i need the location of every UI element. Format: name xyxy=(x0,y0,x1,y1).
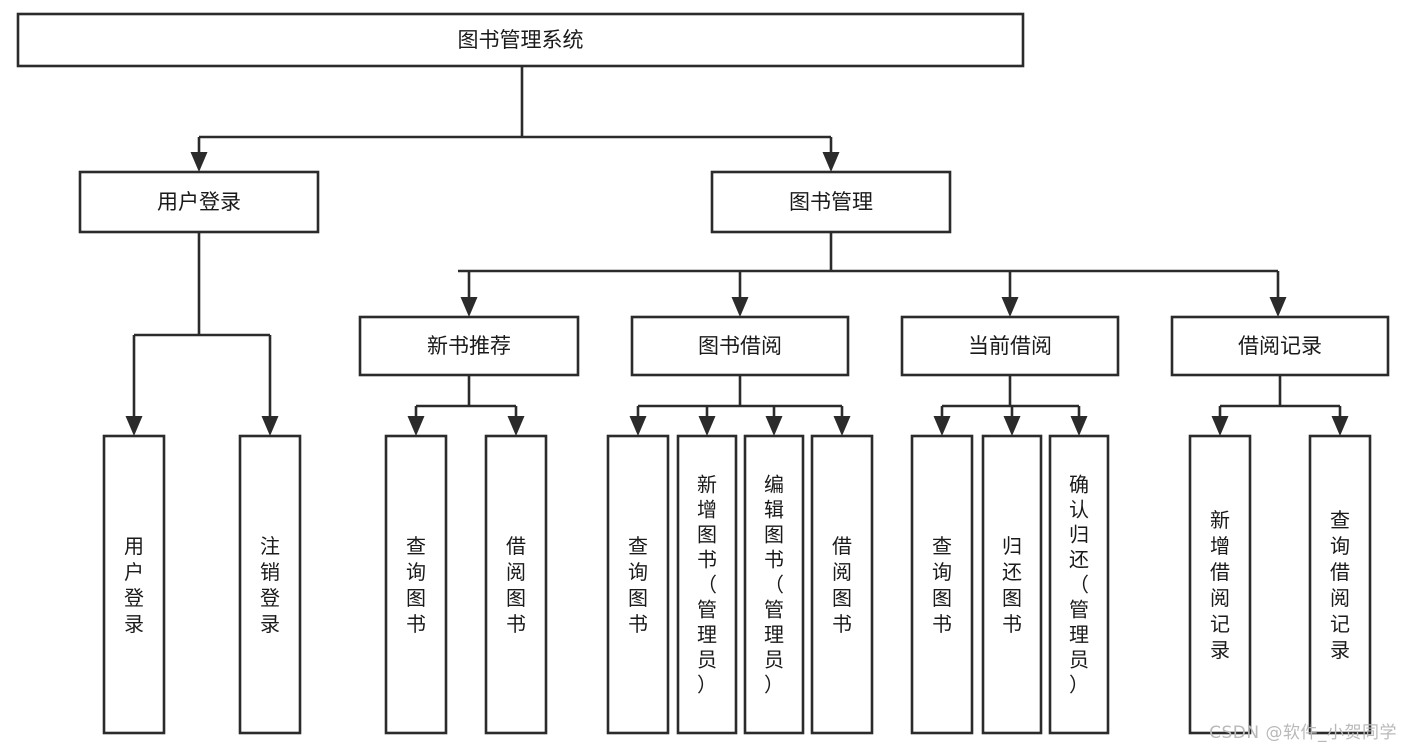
node-leaf-add-record[interactable]: 新增借阅记录 xyxy=(1188,434,1252,735)
node-leaf-confirm-return[interactable]: 确认归还（管理员） xyxy=(1048,434,1110,735)
node-label-leaf-add-record: 新增借阅记录 xyxy=(1210,508,1230,662)
node-book-borrow[interactable]: 图书借阅 xyxy=(630,315,850,377)
book-manage-branch-2-head xyxy=(1001,297,1019,317)
node-label-leaf-return-book: 归还图书 xyxy=(1002,534,1022,636)
book-manage-branch-1-head xyxy=(731,297,749,317)
node-leaf-query-book-1[interactable]: 查询图书 xyxy=(384,434,448,735)
node-box-new-book-recommend[interactable] xyxy=(358,315,580,377)
current-borrow-leaf-2-head xyxy=(1070,416,1088,436)
node-label-current-borrow: 当前借阅 xyxy=(968,334,1052,358)
node-label-leaf-query-book-1: 查询图书 xyxy=(406,534,426,636)
borrow-record-leaf-0-head xyxy=(1211,416,1229,436)
book-borrow-leaf-1-head xyxy=(698,416,716,436)
node-label-borrow-record: 借阅记录 xyxy=(1238,334,1322,358)
node-new-book-recommend[interactable]: 新书推荐 xyxy=(358,315,580,377)
node-box-leaf-add-record[interactable] xyxy=(1188,434,1252,735)
node-leaf-user-login[interactable]: 用户登录 xyxy=(102,434,166,735)
current-borrow-leaf-0-head xyxy=(933,416,951,436)
node-label-new-book-recommend: 新书推荐 xyxy=(427,334,511,358)
node-book-manage[interactable]: 图书管理 xyxy=(710,170,952,234)
node-label-leaf-logout: 注销登录 xyxy=(260,534,280,636)
node-box-book-manage[interactable] xyxy=(710,170,952,234)
node-box-leaf-borrow-book-1[interactable] xyxy=(484,434,548,735)
book-borrow-leaf-0-head xyxy=(629,416,647,436)
node-box-leaf-user-login[interactable] xyxy=(102,434,166,735)
node-user-login[interactable]: 用户登录 xyxy=(78,170,320,234)
node-label-root: 图书管理系统 xyxy=(458,28,584,52)
node-label-leaf-borrow-book-2: 借阅图书 xyxy=(832,534,852,636)
node-label-leaf-user-login: 用户登录 xyxy=(124,534,144,636)
node-box-root[interactable] xyxy=(16,12,1025,68)
new-book-recommend-leaf-1-head xyxy=(507,416,525,436)
node-box-user-login[interactable] xyxy=(78,170,320,234)
book-manage-branch-0-head xyxy=(460,297,478,317)
node-leaf-add-book[interactable]: 新增图书（管理员） xyxy=(676,434,738,735)
nodes-layer: 图书管理系统用户登录图书管理新书推荐图书借阅当前借阅借阅记录用户登录注销登录查询… xyxy=(16,12,1390,735)
node-box-leaf-edit-book[interactable] xyxy=(743,434,805,735)
node-leaf-edit-book[interactable]: 编辑图书（管理员） xyxy=(743,434,805,735)
node-label-leaf-edit-book: 编辑图书（管理员） xyxy=(764,473,784,697)
book-borrow-leaf-2-head xyxy=(765,416,783,436)
node-box-leaf-return-book[interactable] xyxy=(981,434,1043,735)
node-box-leaf-query-book-2[interactable] xyxy=(606,434,670,735)
current-borrow-leaf-1-head xyxy=(1003,416,1021,436)
root-branch-1-head xyxy=(822,152,840,172)
node-label-user-login: 用户登录 xyxy=(157,190,241,214)
node-label-leaf-add-book: 新增图书（管理员） xyxy=(697,473,717,697)
node-label-leaf-query-record: 查询借阅记录 xyxy=(1330,508,1350,662)
node-box-book-borrow[interactable] xyxy=(630,315,850,377)
book-borrow-leaf-3-head xyxy=(833,416,851,436)
node-label-leaf-query-book-2: 查询图书 xyxy=(628,534,648,636)
node-box-leaf-logout[interactable] xyxy=(238,434,302,735)
node-label-leaf-borrow-book-1: 借阅图书 xyxy=(506,534,526,636)
node-label-leaf-query-book-3: 查询图书 xyxy=(932,534,952,636)
node-leaf-query-book-2[interactable]: 查询图书 xyxy=(606,434,670,735)
node-box-leaf-add-book[interactable] xyxy=(676,434,738,735)
node-current-borrow[interactable]: 当前借阅 xyxy=(900,315,1120,377)
user-login-branch-1-head xyxy=(261,416,279,436)
node-leaf-query-record[interactable]: 查询借阅记录 xyxy=(1308,434,1372,735)
node-box-leaf-query-record[interactable] xyxy=(1308,434,1372,735)
borrow-record-leaf-1-head xyxy=(1331,416,1349,436)
user-login-branch-0-head xyxy=(125,416,143,436)
node-box-leaf-borrow-book-2[interactable] xyxy=(810,434,874,735)
node-leaf-return-book[interactable]: 归还图书 xyxy=(981,434,1043,735)
root-branch-0-head xyxy=(190,152,208,172)
node-leaf-logout[interactable]: 注销登录 xyxy=(238,434,302,735)
connectors-layer xyxy=(125,66,1349,436)
node-box-leaf-confirm-return[interactable] xyxy=(1048,434,1110,735)
node-box-leaf-query-book-1[interactable] xyxy=(384,434,448,735)
node-leaf-query-book-3[interactable]: 查询图书 xyxy=(910,434,974,735)
node-box-borrow-record[interactable] xyxy=(1170,315,1390,377)
node-leaf-borrow-book-1[interactable]: 借阅图书 xyxy=(484,434,548,735)
node-label-book-borrow: 图书借阅 xyxy=(698,334,782,358)
node-box-leaf-query-book-3[interactable] xyxy=(910,434,974,735)
node-label-book-manage: 图书管理 xyxy=(789,190,873,214)
node-leaf-borrow-book-2[interactable]: 借阅图书 xyxy=(810,434,874,735)
node-label-leaf-confirm-return: 确认归还（管理员） xyxy=(1069,473,1089,697)
book-manage-branch-3-head xyxy=(1269,297,1287,317)
new-book-recommend-leaf-0-head xyxy=(407,416,425,436)
node-box-current-borrow[interactable] xyxy=(900,315,1120,377)
node-borrow-record[interactable]: 借阅记录 xyxy=(1170,315,1390,377)
node-root[interactable]: 图书管理系统 xyxy=(16,12,1025,68)
